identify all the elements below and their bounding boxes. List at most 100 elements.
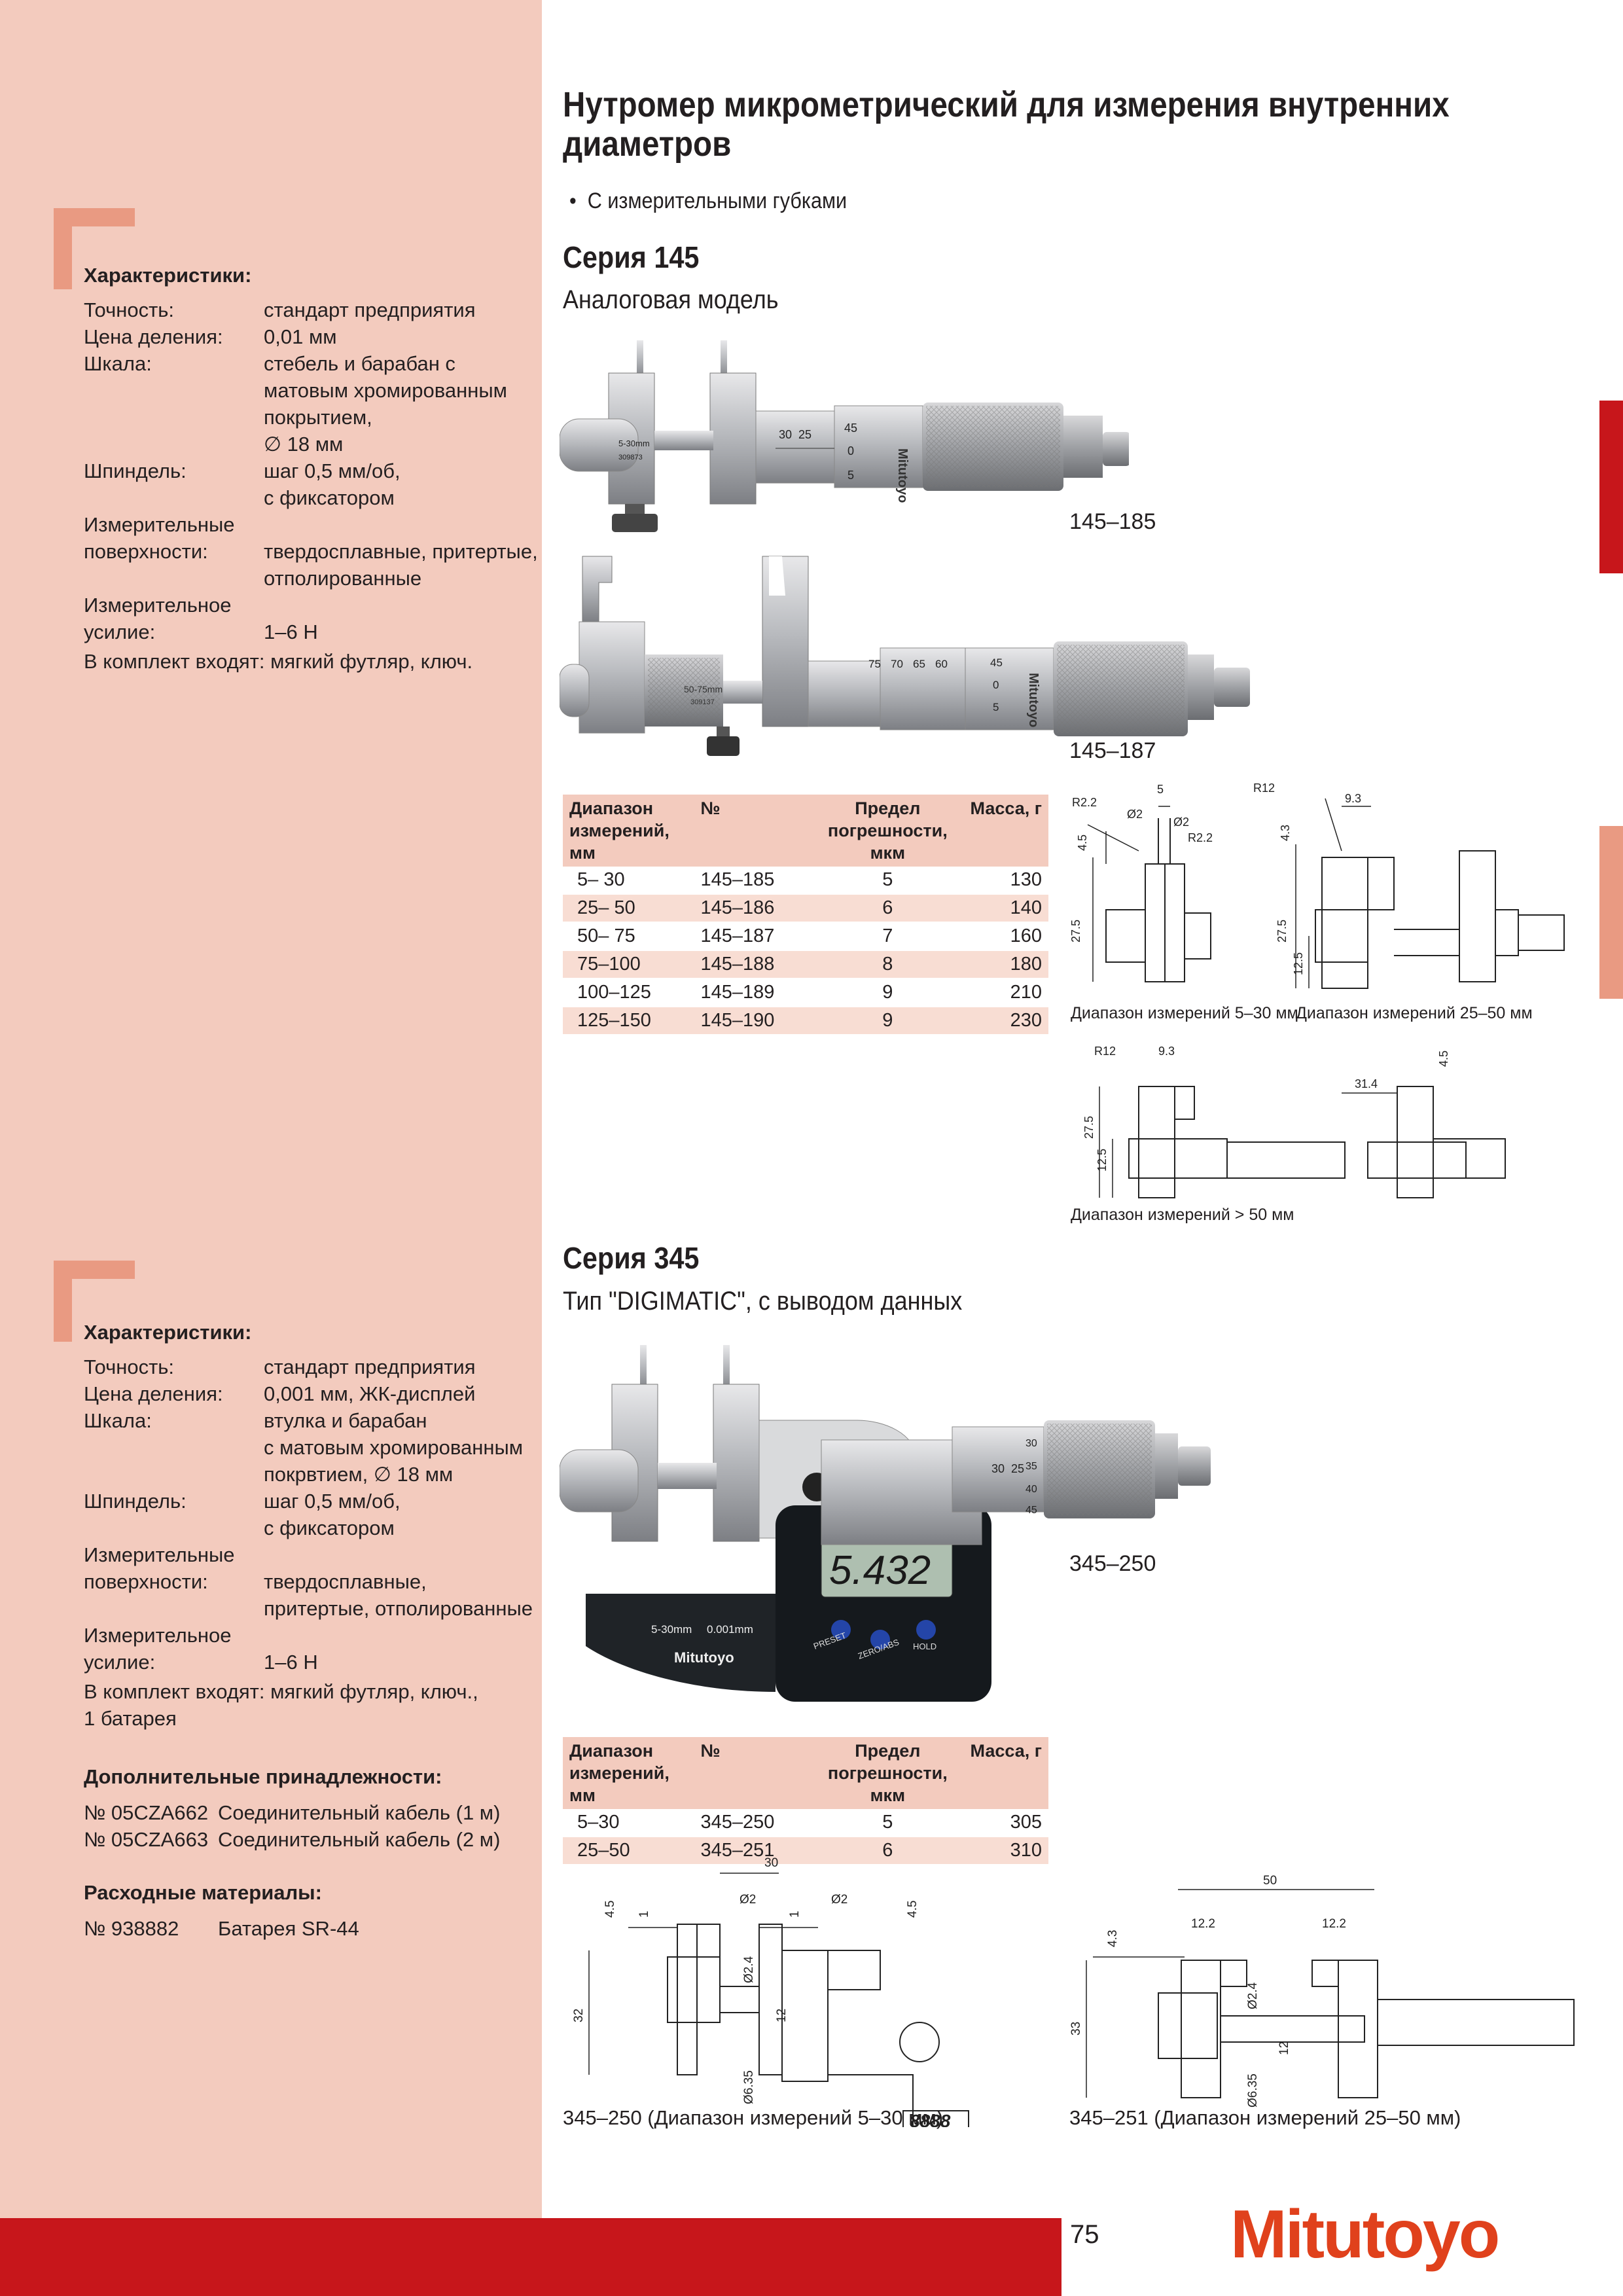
- dim-label: 5: [1157, 783, 1164, 796]
- spec-label: Шпиндель:: [84, 1490, 187, 1513]
- tick: 0: [847, 444, 854, 457]
- table-cell: 180: [956, 950, 1048, 979]
- table-cell: 160: [956, 922, 1048, 951]
- drawing-caption: Диапазон измерений 25–50 мм: [1296, 1004, 1533, 1022]
- dim-label: R12: [1253, 781, 1275, 795]
- item-code: № 938882: [84, 1917, 179, 1940]
- spec-row: Цена деления:0,01 мм: [84, 323, 538, 350]
- dim-label: 30: [764, 1856, 778, 1870]
- dim-label: Ø2: [831, 1893, 847, 1907]
- item-code: № 05CZA663: [84, 1828, 209, 1851]
- item-desc: Соединительный кабель (1 м): [218, 1801, 501, 1824]
- spec-value: 0,01 мм: [264, 325, 337, 348]
- tick: 75: [868, 658, 881, 670]
- dim-label: 32: [572, 2009, 586, 2022]
- dim-label: 12.5: [1096, 1149, 1109, 1172]
- drawing-caption: 345–250 (Диапазон измерений 5–30 мм): [563, 2106, 944, 2129]
- table-cell: 130: [956, 867, 1048, 895]
- table-cell: 310: [956, 1837, 1048, 1865]
- series-345-heading: Серия 345: [563, 1241, 700, 1275]
- table-cell: 230: [956, 1007, 1048, 1035]
- item-desc: Батарея SR-44: [218, 1917, 359, 1940]
- table-cell: 125–150: [563, 1007, 694, 1035]
- spec-value: стандарт предприятия: [264, 1355, 476, 1378]
- serial-label: 309873: [618, 454, 643, 461]
- accessories-heading: Дополнительные принадлежности:: [84, 1765, 442, 1788]
- table-cell: 145–187: [694, 922, 819, 951]
- dim-label: 4.5: [1076, 834, 1089, 851]
- spec-row: Измерительное усилие: 1–6 Н: [84, 592, 538, 645]
- photo-caption: 145–185: [1069, 509, 1156, 534]
- column-header: №: [694, 1737, 819, 1809]
- tick: 45: [990, 656, 1003, 669]
- table-cell: 25– 50: [563, 894, 694, 923]
- specs-heading: Характеристики:: [84, 264, 252, 287]
- specs-345: Характеристики: Точность:стандарт предпр…: [84, 1319, 533, 1942]
- lcd-readout: 5.432: [829, 1548, 931, 1593]
- spec-value: втулка и барабан с матовым хромированным…: [264, 1409, 524, 1486]
- table-cell: 9: [819, 1007, 957, 1035]
- dim-label: 31.4: [1355, 1077, 1378, 1090]
- table-cell: 8: [819, 950, 957, 979]
- column-header: Предел погрешности, мкм: [819, 1737, 957, 1809]
- dim-label: R2.2: [1188, 831, 1213, 844]
- spec-label: Измерительное усилие:: [84, 594, 232, 643]
- table-cell: 6: [819, 1837, 957, 1865]
- table-cell: 145–188: [694, 950, 819, 979]
- column-header: Предел погрешности, мкм: [819, 795, 957, 867]
- tick: 5: [993, 701, 999, 713]
- item-desc: Соединительный кабель (2 м): [218, 1828, 501, 1851]
- dim-label: 50: [1263, 1874, 1277, 1888]
- left-sidebar: [0, 0, 542, 2296]
- mitutoyo-logo: Mitutoyo: [1230, 2197, 1500, 2272]
- column-header: Масса, г: [956, 1737, 1048, 1809]
- footer-bar: [0, 2218, 1061, 2296]
- dim-label: 12: [775, 2009, 789, 2022]
- kit-text: В комплект входят: мягкий футляр, ключ.: [84, 650, 473, 673]
- tick: 0: [993, 679, 999, 691]
- spec-value: стебель и барабан с матовым хромированны…: [264, 352, 507, 456]
- dimension-drawings-145: R2.2 5 Ø2 Ø2 R2.2 4.5 27.5 R12 9.3 4.3 2…: [1069, 781, 1565, 989]
- table-cell: 100–125: [563, 978, 694, 1007]
- tick: 45: [1026, 1505, 1037, 1516]
- resolution-label: 0.001mm: [707, 1623, 753, 1636]
- dim-label: 4.3: [1279, 825, 1292, 841]
- spec-label: Точность:: [84, 1355, 175, 1378]
- dim-label: 12.5: [1292, 952, 1305, 975]
- series-345-subtitle: Тип "DIGIMATIC", с выводом данных: [563, 1287, 963, 1316]
- dim-label: 33: [1069, 2022, 1083, 2036]
- spec-row: Шпиндель: шаг 0,5 мм/об, с фиксатором: [84, 1488, 533, 1541]
- table-cell: 145–185: [694, 867, 819, 895]
- drawing-caption: 345–251 (Диапазон измерений 25–50 мм): [1069, 2106, 1461, 2129]
- kit-text: В комплект входят: мягкий футляр, ключ.,…: [84, 1680, 478, 1730]
- dim-label: R12: [1094, 1045, 1116, 1058]
- tick: 25: [798, 428, 812, 441]
- spec-label: Шкала:: [84, 1409, 152, 1432]
- table-cell: 345–250: [694, 1809, 819, 1837]
- dim-label: 27.5: [1082, 1116, 1096, 1139]
- series-145-heading: Серия 145: [563, 240, 700, 274]
- photo-caption: 345–250: [1069, 1551, 1156, 1576]
- spec-value: шаг 0,5 мм/об, с фиксатором: [264, 1490, 401, 1539]
- spec-row: Шкала: втулка и барабан с матовым хромиро…: [84, 1407, 533, 1488]
- dim-label: Ø6.35: [1246, 2073, 1260, 2108]
- spec-row: Измерительное усилие: 1–6 Н: [84, 1622, 533, 1676]
- dim-label: 12.2: [1322, 1917, 1346, 1931]
- column-header: Масса, г: [956, 795, 1048, 867]
- tick: 30: [991, 1462, 1005, 1475]
- scale-label: 5-30mm: [618, 439, 650, 448]
- spec-value: 1–6 Н: [264, 620, 318, 643]
- drawing-caption: Диапазон измерений > 50 мм: [1071, 1206, 1294, 1224]
- dim-label: Ø2: [1127, 808, 1143, 821]
- dimension-drawing-345-251: 50 12.2 12.2 4.3 33 Ø2.4 12 Ø6.35: [1069, 1874, 1575, 2108]
- table-cell: 6: [819, 894, 957, 923]
- spec-row: Цена деления:0,001 мм, ЖК-дисплей: [84, 1380, 533, 1407]
- tick: 25: [1011, 1462, 1024, 1475]
- table-cell: 25–50: [563, 1837, 694, 1865]
- tick: 35: [1026, 1461, 1037, 1472]
- dim-label: Ø2.4: [742, 1956, 756, 1983]
- brand-label: Mitutoyo: [895, 448, 910, 503]
